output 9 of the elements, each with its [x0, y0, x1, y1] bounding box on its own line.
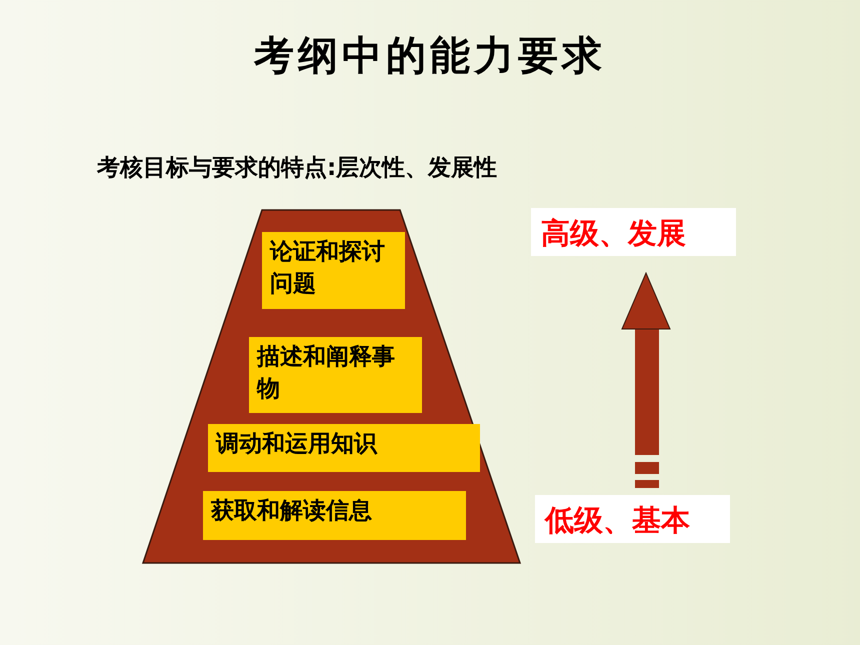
subtitle: 考核目标与要求的特点:层次性、发展性 [97, 154, 498, 183]
level-label: 低级、基本 [535, 495, 730, 543]
ability-box: 描述和阐释事物 [249, 337, 422, 413]
ability-box: 获取和解读信息 [203, 491, 466, 540]
level-label: 高级、发展 [531, 208, 736, 256]
title: 考纲中的能力要求 [252, 31, 607, 81]
ability-box: 论证和探讨问题 [262, 232, 405, 309]
ability-box: 调动和运用知识 [208, 424, 480, 472]
pyramid-shape [143, 210, 520, 563]
